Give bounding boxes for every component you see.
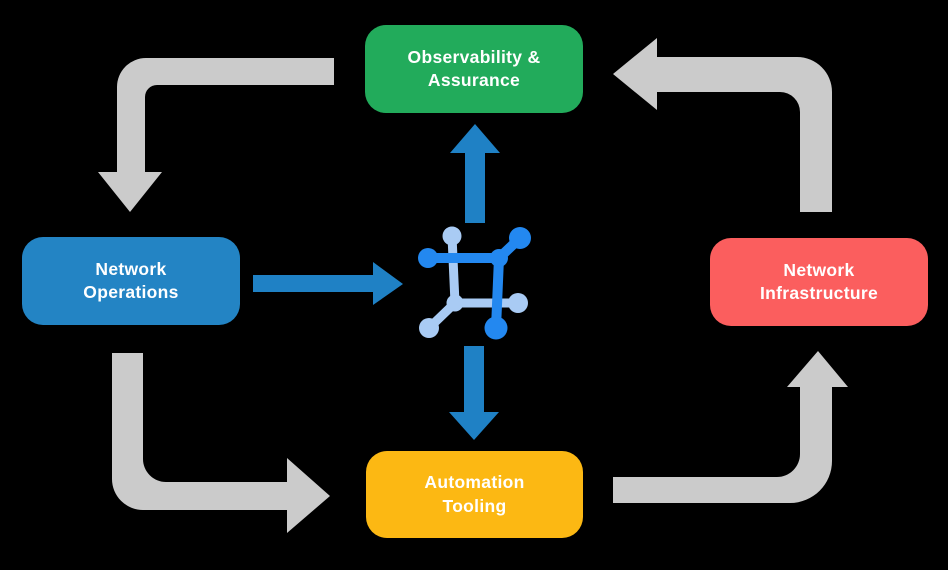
- arrow-observability-to-operations: [98, 58, 334, 212]
- node-network-operations: Network Operations: [22, 237, 240, 325]
- node-label: Network Infrastructure: [760, 259, 878, 303]
- node-label: Automation Tooling: [424, 472, 525, 516]
- node-observability-assurance: Observability & Assurance: [365, 25, 583, 113]
- node-automation-tooling: Automation Tooling: [366, 451, 583, 538]
- arrow-operations-to-hub: [253, 262, 403, 305]
- node-label: Observability & Assurance: [407, 46, 541, 90]
- mesh-light-dots: [419, 226, 528, 338]
- arrow-automation-to-infrastructure: [613, 351, 848, 503]
- network-mesh-icon: [418, 226, 531, 340]
- arrow-operations-to-automation: [112, 353, 330, 533]
- arrow-hub-to-observability: [450, 124, 500, 223]
- node-label: Network Operations: [83, 258, 179, 302]
- mesh-dark-dots: [418, 227, 531, 340]
- arrow-hub-to-automation: [449, 346, 499, 440]
- arrow-infrastructure-to-observability: [613, 38, 832, 212]
- node-network-infrastructure: Network Infrastructure: [710, 238, 928, 326]
